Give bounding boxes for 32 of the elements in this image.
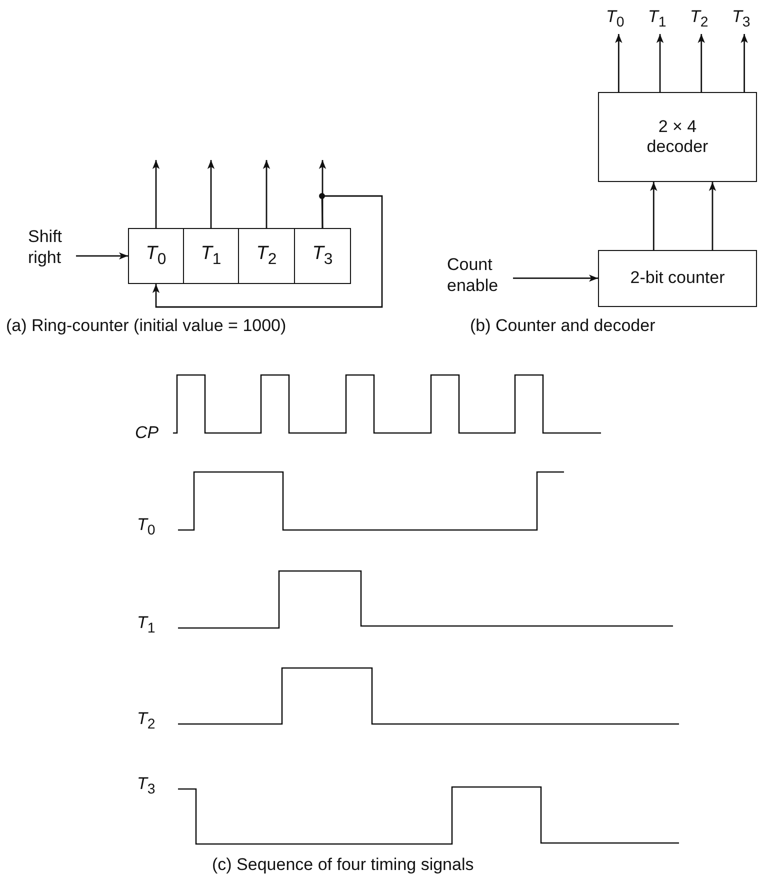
feedback-arrow: [152, 195, 383, 308]
output-label: T$_{0}$: [606, 6, 632, 32]
register-cell: T$_{1}$: [183, 228, 239, 284]
signal-label: T$_{3}$: [137, 774, 156, 798]
input-label: Shift right: [28, 226, 76, 268]
arrow: [740, 34, 748, 92]
output-label: T$_{3}$: [732, 6, 758, 32]
arrow: [650, 182, 658, 250]
output-label: T$_{2}$: [690, 6, 716, 32]
register-cell: T$_{3}$: [294, 228, 351, 284]
input-label: Count enable: [447, 254, 513, 296]
arrow: [615, 34, 622, 92]
signal-label: T$_{2}$: [137, 709, 156, 734]
arrow: [262, 160, 270, 228]
register-cell: T$_{2}$: [238, 228, 295, 284]
figure-caption: (c) Sequence of four timing signals: [212, 855, 474, 876]
counter-block: 2-bit counter: [598, 250, 757, 307]
signal-label: T$_{0}$: [137, 515, 156, 540]
output-label: T$_{1}$: [648, 6, 674, 32]
figure-caption: (b) Counter and decoder: [470, 316, 656, 336]
arrow: [76, 252, 128, 260]
figure-caption: (a) Ring-counter (initial value = 1000): [6, 316, 286, 336]
arrow: [207, 160, 215, 228]
arrow: [152, 160, 160, 228]
signal-label: CP: [135, 423, 159, 444]
arrow: [708, 182, 716, 250]
signal-label: T$_{1}$: [137, 613, 156, 638]
arrow: [698, 34, 705, 92]
decoder-block: 2 × 4 decoder: [598, 92, 757, 182]
arrow: [656, 34, 664, 92]
arrow: [513, 274, 598, 282]
register-cell: T$_{0}$: [128, 228, 184, 284]
